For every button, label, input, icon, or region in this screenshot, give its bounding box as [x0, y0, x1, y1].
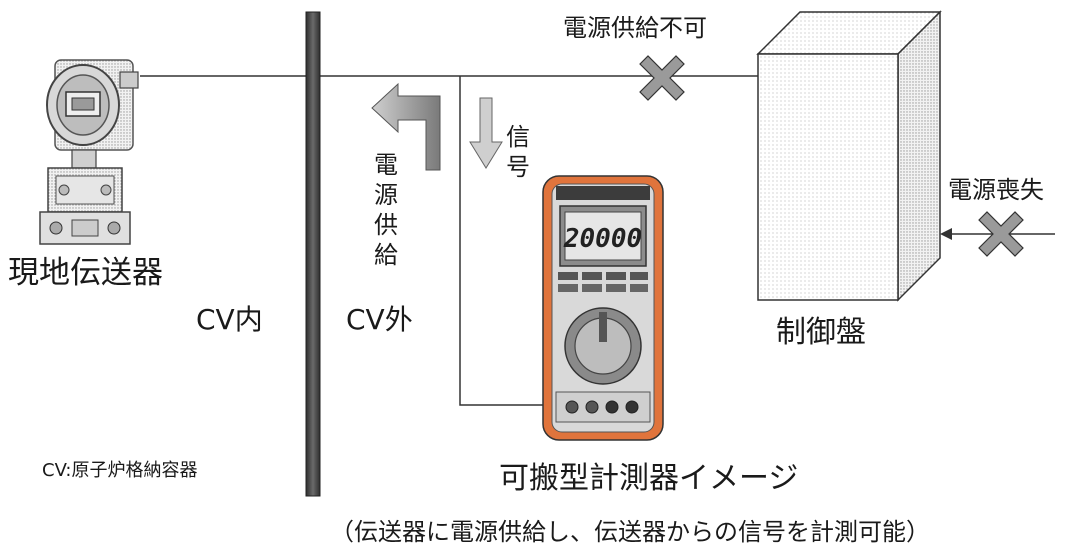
cross-mark-icon: [639, 55, 685, 101]
control-panel-label: 制御盤: [776, 315, 866, 350]
vertical-char: 源: [374, 181, 398, 209]
vertical-char: 電: [374, 151, 398, 179]
signal-arrow: [469, 97, 503, 169]
pressure-transmitter-icon: [39, 59, 139, 245]
signal-vertical-label: 信号: [504, 122, 532, 182]
meter-lead: [459, 76, 572, 406]
cross-mark-icon: [978, 211, 1024, 257]
cv-wall: [305, 11, 321, 497]
portable-meter-label: 可搬型計測器イメージ: [499, 461, 799, 496]
transmitter-label: 現地伝送器: [8, 255, 163, 291]
cv-outside-label: CV外: [346, 303, 413, 336]
caption: （伝送器に電源供給し、伝送器からの信号を計測可能）: [330, 518, 930, 546]
power-loss-arrowhead: [940, 228, 952, 240]
power-loss-label: 電源喪失: [948, 176, 1044, 204]
vertical-char: 供: [374, 211, 398, 239]
power-supply-arrow: [371, 82, 441, 171]
cv-note: CV:原子炉格納容器: [42, 460, 198, 481]
vertical-char: 信: [506, 123, 530, 151]
vertical-char: 給: [374, 241, 398, 269]
multimeter-icon: 20000: [542, 175, 664, 441]
vertical-char: 号: [506, 153, 530, 181]
power-supply-impossible-label: 電源供給不可: [563, 14, 707, 42]
cv-inside-label: CV内: [196, 303, 263, 336]
meter-display: 20000: [563, 224, 642, 254]
power-supply-vertical-label: 電源供給: [372, 150, 400, 270]
cabinet-box-icon: [756, 10, 942, 302]
